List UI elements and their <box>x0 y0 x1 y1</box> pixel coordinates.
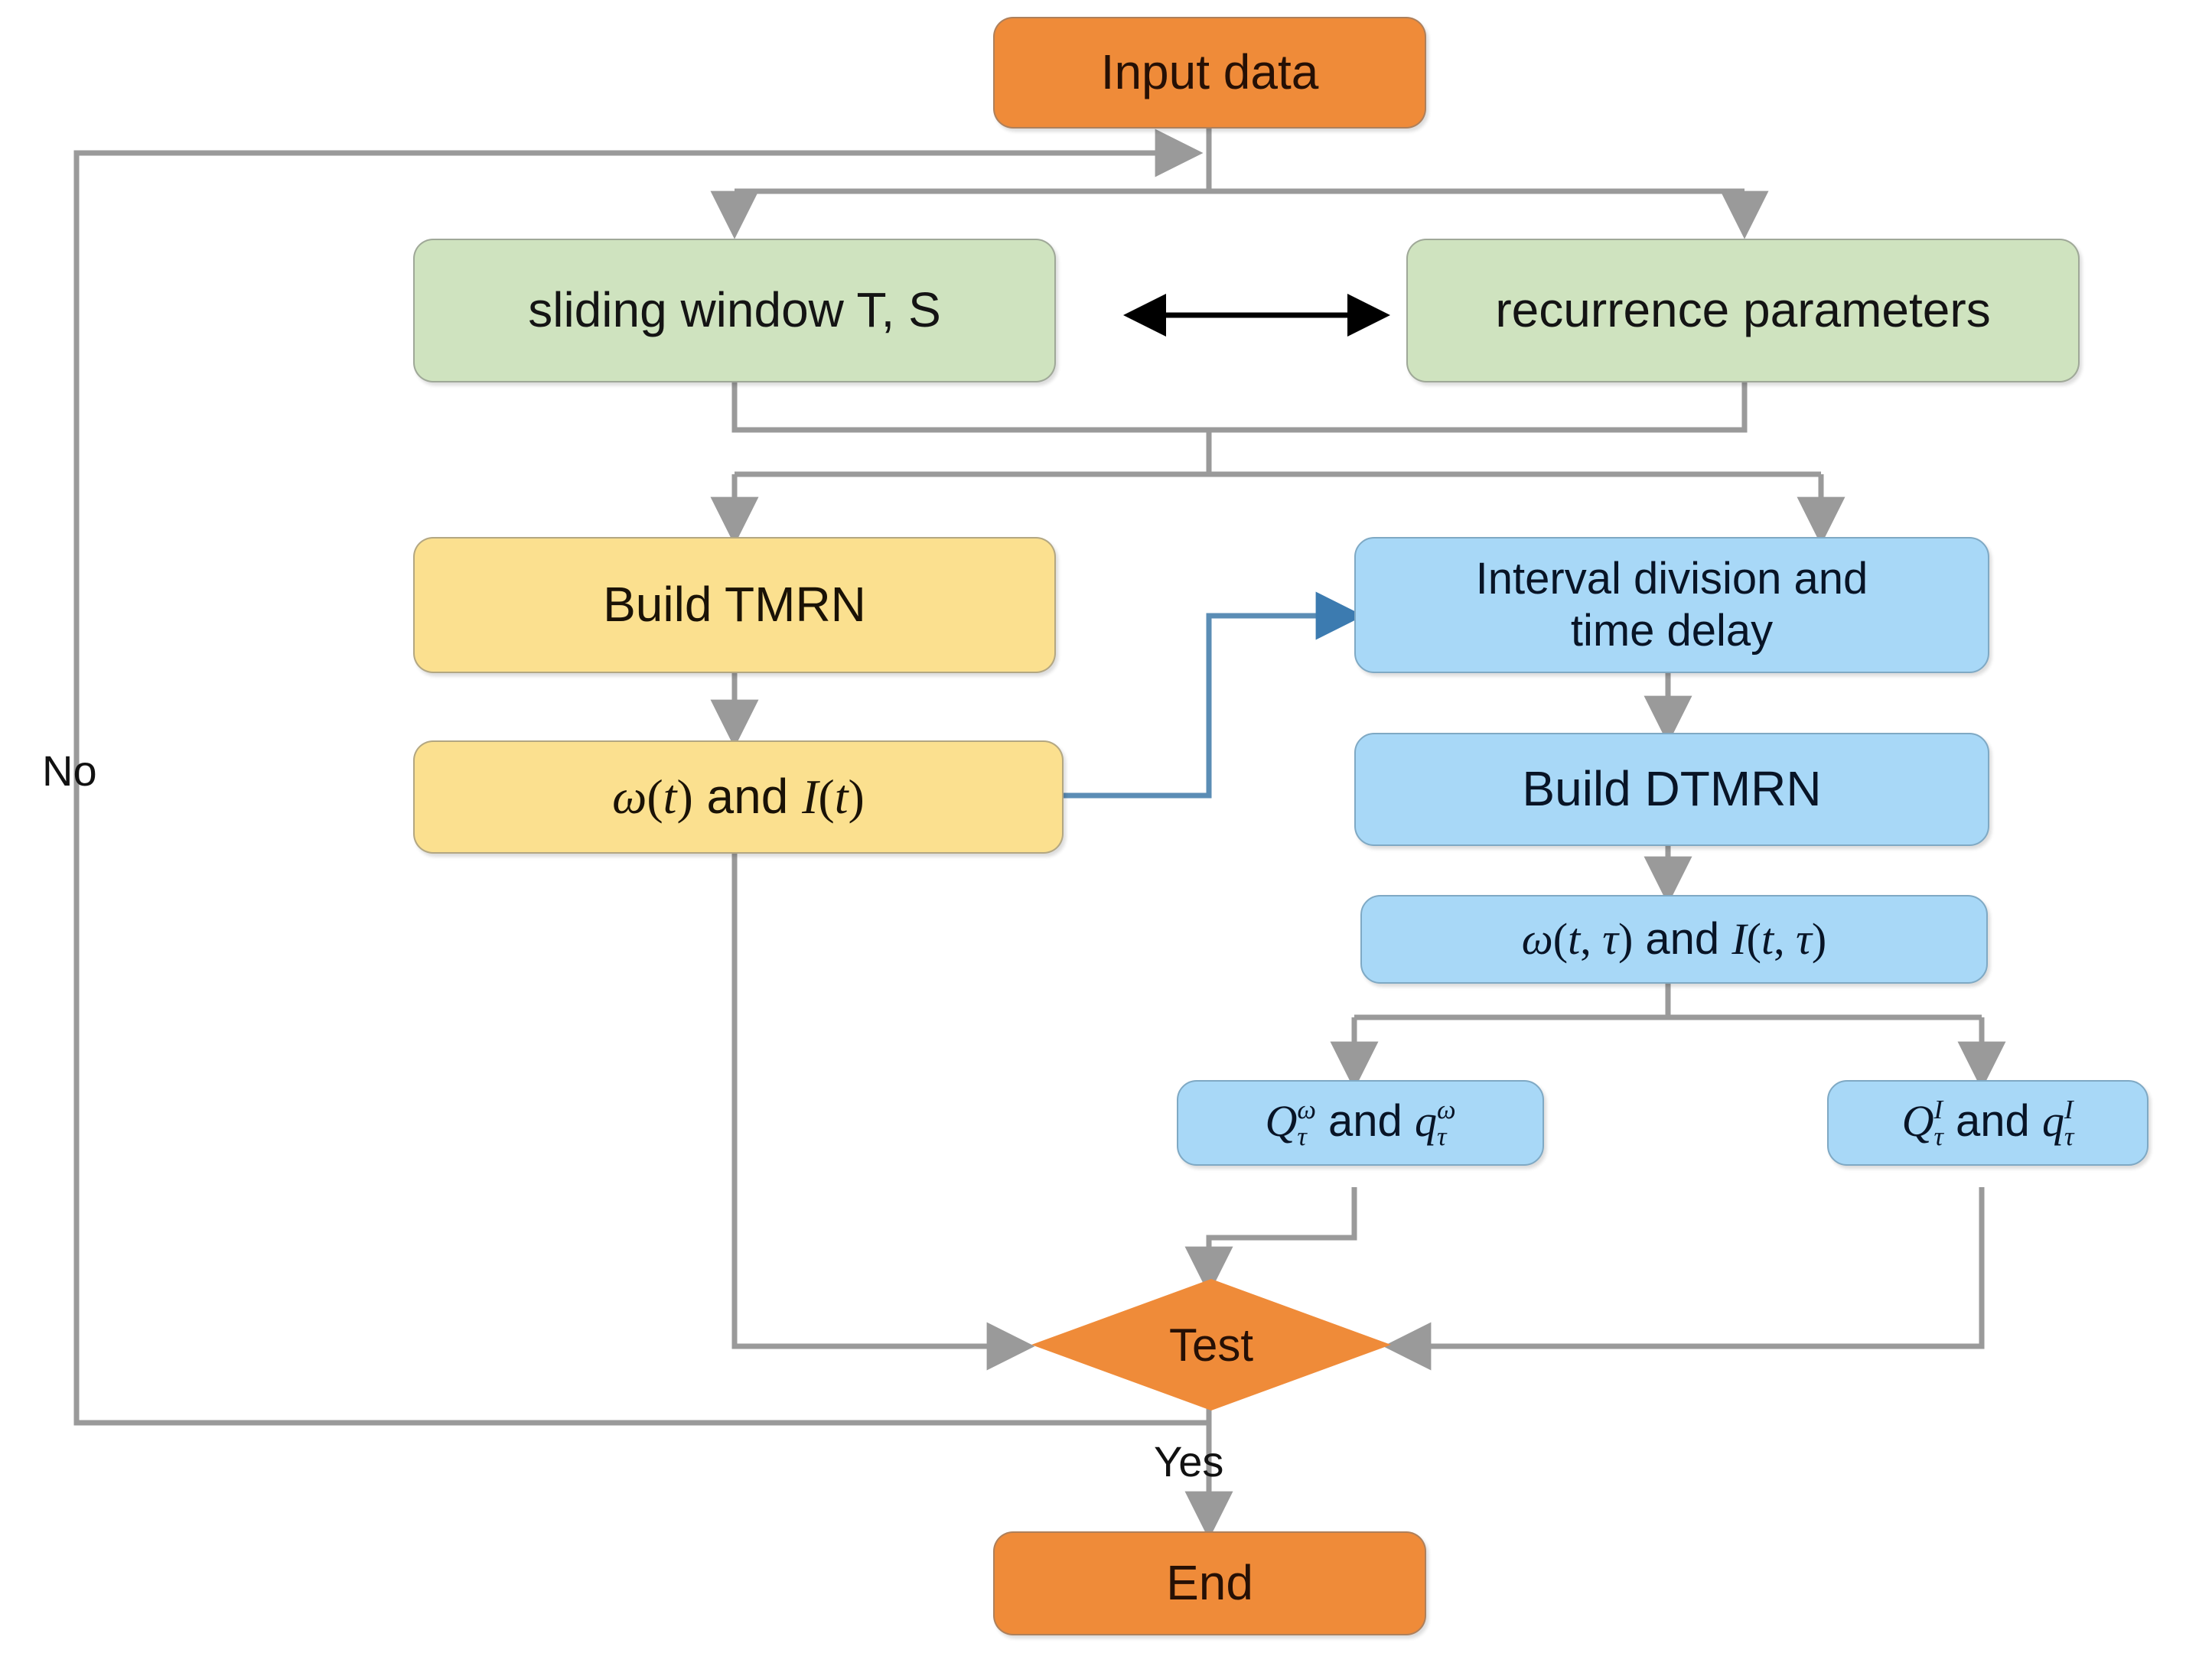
node-omega-I-t-label: ω(t) and I(t) <box>612 769 865 825</box>
node-build-tmrn-label: Build TMRN <box>603 577 866 633</box>
edge-label-yes: Yes <box>1154 1437 1224 1485</box>
node-recurrence-parameters[interactable]: recurrence parameters <box>1406 239 2080 382</box>
node-build-dtmrn-label: Build DTMRN <box>1522 761 1822 817</box>
node-omega-I-t[interactable]: ω(t) and I(t) <box>413 740 1064 854</box>
node-test-decision[interactable]: Test <box>1031 1279 1391 1411</box>
node-omega-I-t-tau[interactable]: ω(t, τ) and I(t, τ) <box>1360 895 1988 984</box>
node-input-data[interactable]: Input data <box>993 17 1426 129</box>
edge-label-no: No <box>42 747 97 795</box>
node-sliding-window[interactable]: sliding window T, S <box>413 239 1056 382</box>
and-word: and <box>706 769 789 825</box>
node-end-label: End <box>1166 1555 1253 1611</box>
node-recurrence-parameters-label: recurrence parameters <box>1495 282 1991 338</box>
omega-symbol: ω <box>612 770 647 825</box>
node-interval-division[interactable]: Interval division and time delay <box>1354 537 1989 673</box>
node-interval-division-line1: Interval division and <box>1475 553 1868 604</box>
node-input-data-label: Input data <box>1100 44 1319 100</box>
node-interval-division-line2: time delay <box>1570 606 1774 656</box>
node-sliding-window-label: sliding window T, S <box>528 282 941 338</box>
node-end[interactable]: End <box>993 1531 1426 1635</box>
node-build-tmrn[interactable]: Build TMRN <box>413 537 1056 673</box>
node-test-label: Test <box>1168 1319 1254 1371</box>
node-build-dtmrn[interactable]: Build DTMRN <box>1354 733 1989 846</box>
node-omega-I-t-tau-label: ω(t, τ) and I(t, τ) <box>1521 913 1827 964</box>
